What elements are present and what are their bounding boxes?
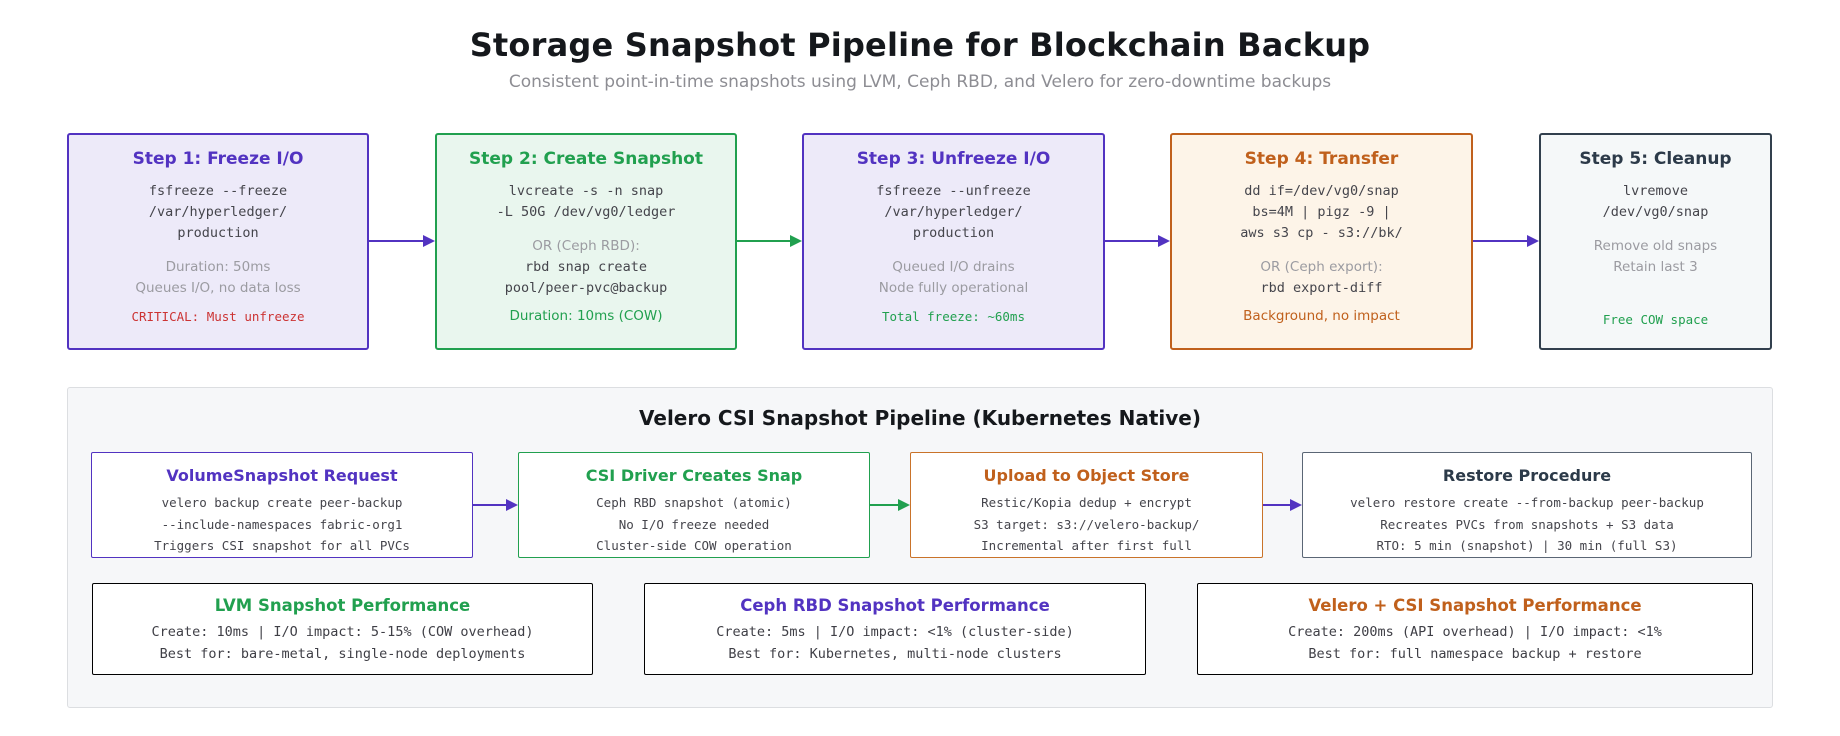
code-line: fsfreeze --unfreeze [876, 183, 1031, 199]
code-line: Restic/Kopia dedup + encrypt [981, 495, 1192, 510]
stage-last-line: Incremental after first full [981, 538, 1192, 553]
code-line: velero backup create peer-backup [161, 495, 403, 510]
flow-arrow-right [1105, 233, 1170, 249]
page-title: Storage Snapshot Pipeline for Blockchain… [469, 26, 1371, 64]
stage-title: CSI Driver Creates Snap [585, 466, 803, 485]
highlight-line: Duration: 10ms (COW) [509, 308, 663, 324]
code-line: rbd export-diff [1260, 280, 1383, 296]
step-title: Step 3: Unfreeze I/O [856, 149, 1051, 169]
arrow-shaft [1105, 239, 1161, 243]
step-title: Step 5: Cleanup [1579, 149, 1732, 169]
arrow-head-icon [423, 235, 435, 247]
stage-last-line: Triggers CSI snapshot for all PVCs [154, 538, 410, 553]
note-line: Queued I/O drains [892, 259, 1015, 275]
perf-title: Velero + CSI Snapshot Performance [1308, 596, 1642, 615]
flow-arrow-right [369, 233, 435, 249]
note-line: Node fully operational [878, 280, 1029, 296]
perf-title: LVM Snapshot Performance [214, 596, 471, 615]
code-line: -L 50G /dev/vg0/ledger [496, 204, 676, 220]
highlight-line: Background, no impact [1243, 308, 1400, 324]
perf-title: Ceph RBD Snapshot Performance [740, 596, 1050, 615]
code-line: production [177, 225, 259, 241]
code-line: dd if=/dev/vg0/snap [1244, 183, 1399, 199]
code-line: No I/O freeze needed [618, 516, 770, 532]
code-line: velero restore create --from-backup peer… [1350, 495, 1704, 510]
step-box-cleanup: Step 5: Cleanup lvremove /dev/vg0/snap R… [1539, 133, 1772, 350]
flow-arrow-right [473, 497, 518, 513]
note-line: Remove old snaps [1593, 238, 1718, 254]
highlight-line: Total freeze: ~60ms [882, 309, 1025, 324]
perf-box-lvm: LVM Snapshot Performance Create: 10ms | … [92, 583, 593, 675]
arrow-head-icon [1527, 235, 1539, 247]
note-line: OR (Ceph RBD): [532, 238, 640, 254]
code-line: --include-namespaces fabric-org1 [161, 516, 403, 532]
code-line: /var/hyperledger/ [884, 204, 1023, 220]
code-line: lvcreate -s -n snap [508, 183, 664, 199]
code-line: /dev/vg0/snap [1602, 204, 1709, 220]
flow-arrow-right [737, 233, 802, 249]
step-title: Step 4: Transfer [1244, 149, 1399, 169]
code-line: /var/hyperledger/ [148, 204, 288, 220]
perf-line: Best for: Kubernetes, multi-node cluster… [728, 646, 1062, 662]
perf-line: Best for: bare-metal, single-node deploy… [159, 646, 526, 662]
arrow-shaft [870, 503, 901, 507]
step-title: Step 1: Freeze I/O [132, 149, 304, 169]
stage-box-volumesnapshot-request: VolumeSnapshot Request velero backup cre… [91, 452, 473, 558]
note-line: Queues I/O, no data loss [135, 280, 301, 296]
code-line: aws s3 cp - s3://bk/ [1240, 225, 1403, 241]
perf-line: Create: 200ms (API overhead) | I/O impac… [1288, 624, 1662, 640]
perf-line: Best for: full namespace backup + restor… [1308, 646, 1642, 662]
stage-box-csi-driver: CSI Driver Creates Snap Ceph RBD snapsho… [518, 452, 870, 558]
flow-arrow-right [1473, 233, 1539, 249]
perf-line: Create: 5ms | I/O impact: <1% (cluster-s… [716, 624, 1074, 640]
arrow-shaft [369, 239, 426, 243]
perf-box-ceph-rbd: Ceph RBD Snapshot Performance Create: 5m… [644, 583, 1146, 675]
arrow-shaft [473, 503, 509, 507]
flow-arrow-right [870, 497, 910, 513]
arrow-head-icon [1158, 235, 1170, 247]
arrow-shaft [1473, 239, 1530, 243]
step-box-unfreeze-io: Step 3: Unfreeze I/O fsfreeze --unfreeze… [802, 133, 1105, 350]
note-line: OR (Ceph export): [1260, 259, 1383, 275]
stage-title: Restore Procedure [1442, 466, 1612, 485]
velero-panel-title: Velero CSI Snapshot Pipeline (Kubernetes… [639, 406, 1201, 430]
stage-title: VolumeSnapshot Request [166, 466, 398, 485]
arrow-head-icon [506, 499, 518, 511]
code-line: lvremove [1622, 183, 1689, 199]
perf-line: Create: 10ms | I/O impact: 5-15% (COW ov… [151, 624, 534, 640]
flow-arrow-right [1263, 497, 1302, 513]
step-box-transfer: Step 4: Transfer dd if=/dev/vg0/snap bs=… [1170, 133, 1473, 350]
arrow-shaft [737, 239, 793, 243]
code-line: Recreates PVCs from snapshots + S3 data [1380, 516, 1674, 532]
arrow-shaft [1263, 503, 1293, 507]
code-line: rbd snap create [525, 259, 647, 275]
stage-last-line: RTO: 5 min (snapshot) | 30 min (full S3) [1376, 538, 1678, 553]
code-line: pool/peer-pvc@backup [504, 280, 668, 296]
perf-box-velero-csi: Velero + CSI Snapshot Performance Create… [1197, 583, 1753, 675]
step-title: Step 2: Create Snapshot [469, 149, 703, 169]
arrow-head-icon [1290, 499, 1302, 511]
stage-box-restore-procedure: Restore Procedure velero restore create … [1302, 452, 1752, 558]
page-subtitle: Consistent point-in-time snapshots using… [508, 72, 1332, 92]
code-line: Ceph RBD snapshot (atomic) [596, 495, 792, 510]
note-line: Retain last 3 [1613, 259, 1698, 275]
highlight-line: Free COW space [1602, 312, 1709, 327]
code-line: production [912, 225, 995, 241]
code-line: S3 target: s3://velero-backup/ [973, 516, 1200, 532]
stage-box-upload-object-store: Upload to Object Store Restic/Kopia dedu… [910, 452, 1263, 558]
arrow-head-icon [790, 235, 802, 247]
note-line: Duration: 50ms [165, 259, 271, 275]
highlight-line: CRITICAL: Must unfreeze [131, 309, 305, 324]
code-line: fsfreeze --freeze [148, 183, 288, 199]
stage-title: Upload to Object Store [983, 466, 1190, 485]
arrow-head-icon [898, 499, 910, 511]
step-box-create-snapshot: Step 2: Create Snapshot lvcreate -s -n s… [435, 133, 737, 350]
code-line: bs=4M | pigz -9 | [1252, 204, 1391, 220]
step-box-freeze-io: Step 1: Freeze I/O fsfreeze --freeze /va… [67, 133, 369, 350]
stage-last-line: Cluster-side COW operation [596, 538, 792, 553]
